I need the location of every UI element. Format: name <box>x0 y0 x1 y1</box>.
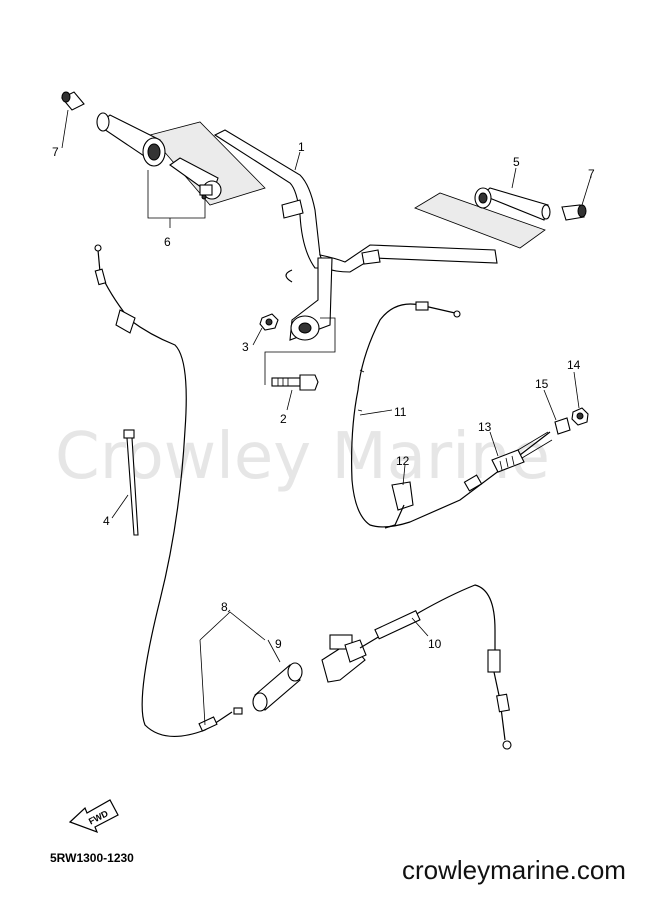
grip-right <box>474 187 551 221</box>
bar-end-cap-right <box>561 204 587 221</box>
leader-lines <box>61 109 592 726</box>
callout-1: 1 <box>298 140 305 154</box>
callout-9: 9 <box>275 637 282 651</box>
callout-12: 12 <box>396 454 410 468</box>
shadow-plate-left <box>149 121 266 206</box>
callout-10: 10 <box>428 637 442 651</box>
callout-6: 6 <box>164 235 171 249</box>
bracket-bolt-nut <box>264 317 336 385</box>
cable-switch-assembly <box>321 584 512 750</box>
cap-nut <box>571 407 589 426</box>
cable-clamp <box>384 481 414 529</box>
shadow-plate-right <box>414 192 546 249</box>
callout-7-left: 7 <box>52 145 59 159</box>
nut <box>259 313 279 331</box>
grip-left <box>96 112 166 167</box>
callout-11: 11 <box>394 405 407 419</box>
callout-8: 8 <box>221 600 228 614</box>
callout-3: 3 <box>242 340 249 354</box>
shift-cable <box>351 301 551 528</box>
callout-7-right: 7 <box>588 167 595 181</box>
cable-tie <box>123 429 139 536</box>
throttle-cable <box>94 244 243 738</box>
website-text: crowleymarine.com <box>402 855 626 885</box>
callout-13: 13 <box>478 420 492 434</box>
handlebar <box>213 129 498 341</box>
bushing <box>554 417 571 435</box>
bolt <box>271 374 319 391</box>
bar-end-cap-left <box>61 91 85 111</box>
throttle-tube <box>169 157 222 200</box>
callout-5: 5 <box>513 155 520 169</box>
fwd-arrow-icon: FWD <box>68 799 119 834</box>
diagram-code: 5RW1300-1230 <box>50 851 134 865</box>
callout-4: 4 <box>103 514 110 528</box>
cable-adjuster <box>463 431 553 492</box>
callout-2: 2 <box>280 412 287 426</box>
callout-15: 15 <box>535 377 549 391</box>
cable-guard <box>252 662 303 712</box>
callout-14: 14 <box>567 358 581 372</box>
